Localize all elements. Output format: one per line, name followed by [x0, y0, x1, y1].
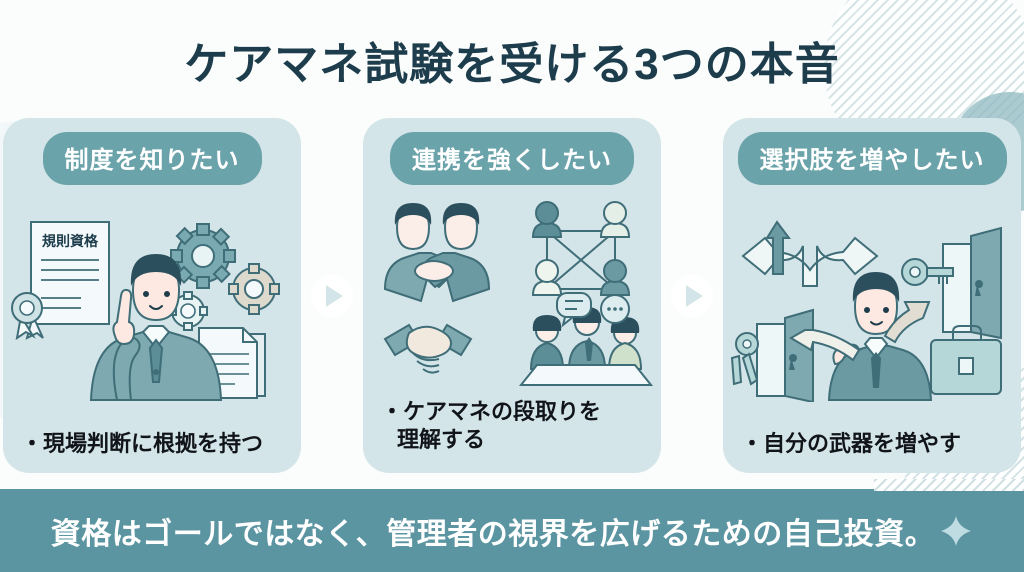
- card-bullet-line-2: 理解する: [397, 426, 486, 452]
- key-icon-right: [901, 258, 954, 287]
- two-people-handshake-icon: [383, 202, 491, 302]
- card-bullet-line-1: ・ケアマネの段取りを: [381, 399, 602, 424]
- branching-arrows-icon: [741, 220, 879, 288]
- connector-arrow-1: [301, 118, 363, 473]
- connector-arrow-2: [661, 118, 723, 473]
- illustration-arrows-doors-briefcase: [723, 185, 1021, 430]
- network-diagram-icon: [531, 200, 631, 296]
- illustration-person-certificate-gears: 規則資格: [3, 185, 301, 430]
- door-with-key-icon-right: [942, 226, 1002, 340]
- illustration-handshake-network-meeting: [363, 185, 661, 398]
- card-bullet-text: ・ケアマネの段取りを 理解する: [363, 398, 661, 473]
- door-with-keys-icon-left: [756, 308, 814, 403]
- banner-text: 資格はゴールではなく、管理者の視界を広げるための自己投資。: [50, 517, 936, 551]
- card-know-the-system[interactable]: 制度を知りたい 規則資格: [3, 118, 301, 473]
- play-triangle-right-icon: [326, 284, 343, 307]
- card-bullet-text: ・自分の武器を増やす: [741, 430, 962, 456]
- gear-icon-large: [170, 223, 236, 290]
- cards-row: 制度を知りたい 規則資格: [0, 118, 1024, 473]
- speech-bubble-dots-icon: [600, 293, 630, 324]
- keychain-icon: [731, 332, 759, 386]
- play-triangle-right-icon: [686, 284, 703, 307]
- bottom-banner: 資格はゴールではなく、管理者の視界を広げるための自己投資。: [0, 479, 1024, 572]
- award-seal-icon: [11, 292, 44, 341]
- meeting-table-icon: [518, 291, 653, 386]
- card-strengthen-cooperation[interactable]: 連携を強くしたい: [363, 118, 661, 473]
- connector-circle: [311, 274, 353, 317]
- gear-icon-medium: [228, 263, 280, 316]
- card-increase-options[interactable]: 選択肢を増やしたい: [723, 118, 1021, 473]
- card-header-label: 連携を強くしたい: [390, 132, 634, 185]
- connector-circle: [671, 274, 713, 317]
- speech-bubble-icon: [556, 291, 592, 328]
- card-header-label: 選択肢を増やしたい: [737, 132, 1007, 185]
- page-title: ケアマネ試験を受ける3つの本音: [184, 40, 840, 89]
- card-header-label: 制度を知りたい: [42, 132, 262, 185]
- certificate-label: 規則資格: [42, 233, 99, 249]
- card-bullet-text: ・現場判断に根拠を持つ: [21, 430, 264, 456]
- four-point-sparkle-icon: [939, 514, 973, 548]
- banner-top-stripe-decoration: [874, 479, 1024, 491]
- handshake-closeup-icon: [383, 323, 473, 374]
